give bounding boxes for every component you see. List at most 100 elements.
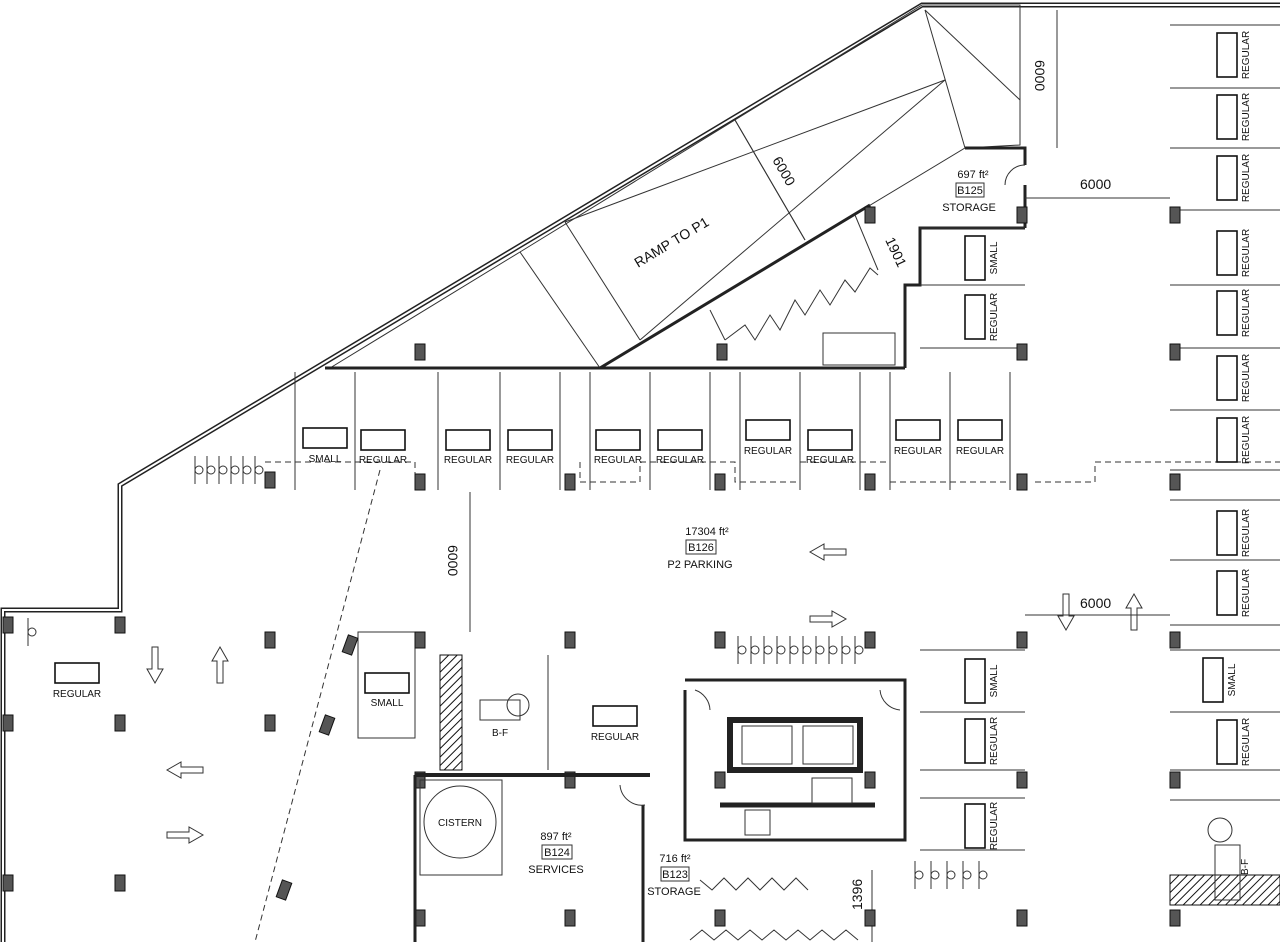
parking-stall: REGULAR [359, 429, 407, 466]
dimension-core: 1396 [849, 879, 865, 910]
accessible-parking-right: B-F [1207, 817, 1251, 901]
stair [744, 809, 771, 836]
structural-column [1016, 909, 1028, 927]
cistern-icon [423, 785, 497, 859]
stall-label: SMALL [371, 698, 404, 709]
bike-racks [27, 456, 988, 889]
wheelchair-icon [1207, 817, 1233, 843]
parking-stall: REGULAR [1216, 289, 1252, 337]
bicycle-icon [978, 861, 988, 889]
structural-column [414, 343, 426, 361]
stall-label: REGULAR [594, 455, 642, 466]
stall-label: REGULAR [1241, 718, 1252, 766]
structural-column [1016, 473, 1028, 491]
bicycle-icon [802, 636, 812, 664]
bicycle-icon [841, 636, 851, 664]
stall-label: REGULAR [1241, 354, 1252, 402]
parking-stall: REGULAR [594, 429, 642, 466]
room-label-services-b124: 897 ft² B124 SERVICES [528, 831, 583, 876]
structural-column [414, 631, 426, 649]
arrow-right-icon [166, 826, 205, 844]
parking-stall: REGULAR [964, 293, 1000, 341]
wheelchair-icon [506, 693, 530, 717]
parking-stall: REGULAR [591, 705, 639, 743]
stall-label: REGULAR [1241, 31, 1252, 79]
arrow-up-icon [1125, 592, 1143, 631]
stall-label: REGULAR [1241, 93, 1252, 141]
arrow-down-icon [146, 646, 164, 685]
bicycle-icon [737, 636, 747, 664]
room-id: B126 [688, 542, 714, 554]
structural-column [2, 874, 14, 892]
stall-label: REGULAR [1241, 154, 1252, 202]
structural-column [1169, 909, 1181, 927]
arrow-up-icon [211, 645, 229, 684]
parking-stall: REGULAR [806, 429, 854, 466]
stall-label: SMALL [989, 241, 1000, 274]
dimension-stair: 1901 [882, 235, 910, 270]
room-id: B124 [544, 847, 570, 859]
structural-column [1169, 206, 1181, 224]
parking-stall: REGULAR [1216, 416, 1252, 464]
structural-column [1169, 473, 1181, 491]
structural-column [1169, 631, 1181, 649]
ramp-width-dimension: 6000 [769, 154, 799, 189]
bicycle-icon [854, 636, 864, 664]
stall-label: REGULAR [989, 802, 1000, 850]
stall-label: REGULAR [1241, 509, 1252, 557]
bicycle-icon [194, 456, 204, 484]
bicycle-icon [218, 456, 228, 484]
parking-stall: REGULAR [964, 802, 1000, 850]
bicycle-icon [242, 456, 252, 484]
parking-stall: REGULAR [1216, 354, 1252, 402]
stall-label: SMALL [989, 664, 1000, 697]
structural-column [714, 771, 726, 789]
core-walls: CISTERN [413, 654, 1280, 942]
parking-stall: REGULAR [506, 429, 554, 466]
bf-label: B-F [492, 728, 508, 739]
stall-label: REGULAR [359, 455, 407, 466]
bicycle-icon [930, 861, 940, 889]
parking-stall: REGULAR [53, 662, 101, 700]
room-area: 897 ft² [540, 831, 572, 843]
dimension-aisle-right: 6000 [1080, 595, 1111, 611]
structural-column [114, 714, 126, 732]
stall-label: REGULAR [53, 689, 101, 700]
room-label-storage-b125: 697 ft² B125 STORAGE [942, 169, 996, 214]
parking-stalls: SMALL REGULAR REGULAR REGULAR REGULAR REGULAR… [53, 31, 1252, 850]
elevator-2 [802, 725, 854, 765]
room-label-parking: 17304 ft² B126 P2 PARKING [667, 526, 732, 571]
arrow-left-icon [165, 761, 204, 779]
structural-column [864, 909, 876, 927]
stall-label: REGULAR [1241, 229, 1252, 277]
stall-line [579, 461, 1010, 483]
stall-label: SMALL [1227, 663, 1238, 696]
bicycle-icon [230, 456, 240, 484]
structural-column [564, 771, 576, 789]
bicycle-icon [962, 861, 972, 889]
structural-column [275, 879, 293, 901]
structural-column [114, 616, 126, 634]
arrow-right-icon [809, 610, 848, 628]
structural-column [2, 616, 14, 634]
structural-column [714, 909, 726, 927]
bicycle-icon [815, 636, 825, 664]
stall-label: REGULAR [656, 455, 704, 466]
bicycle-icon [254, 456, 264, 484]
room-name: STORAGE [942, 202, 996, 214]
dimension-aisle-top-right: 6000 [1080, 176, 1111, 192]
stall-label: REGULAR [956, 446, 1004, 457]
accessible-parking-left: B-F [479, 693, 530, 739]
structural-column [1016, 631, 1028, 649]
room-id: B123 [662, 869, 688, 881]
parking-stall: SMALL [964, 235, 1000, 281]
room-area: 17304 ft² [685, 526, 729, 538]
structural-column [264, 631, 276, 649]
stall-label: SMALL [309, 454, 342, 465]
bicycle-icon [776, 636, 786, 664]
elevator-1 [741, 725, 793, 765]
structural-column [864, 771, 876, 789]
structural-column [564, 909, 576, 927]
parking-stall: REGULAR [956, 419, 1004, 457]
